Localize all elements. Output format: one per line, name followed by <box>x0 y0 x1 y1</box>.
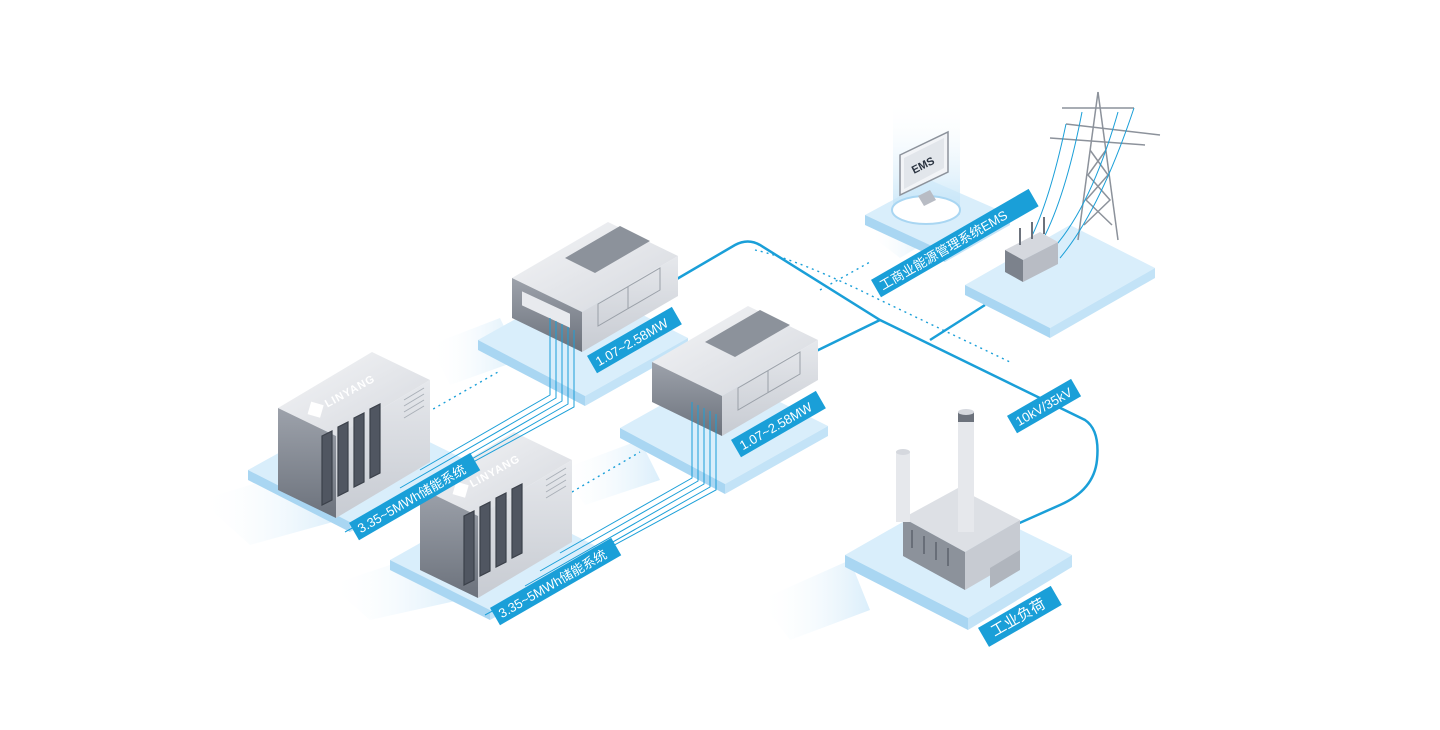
dotted-lines <box>427 249 1011 493</box>
chimney-short <box>896 449 910 522</box>
transmission-tower <box>1029 91 1161 259</box>
factory <box>896 409 1020 590</box>
power-line-mid <box>807 318 881 357</box>
transformer <box>1005 217 1058 282</box>
battery-cabinet-1: LINYANG <box>278 352 430 518</box>
ems-station: EMS <box>891 100 961 225</box>
dotted-line-ems <box>754 249 1011 363</box>
battery-cabinet-2: LINYANG <box>420 432 572 598</box>
label-voltage-text: 10kV/35kV <box>1013 384 1075 429</box>
chimney-tall <box>958 409 974 532</box>
power-lines <box>669 240 1099 527</box>
platform-grid <box>965 225 1155 328</box>
power-line-transformer <box>929 303 986 342</box>
pcs-cabinet-1 <box>512 222 678 352</box>
dotted-line-storage2 <box>571 451 641 493</box>
dotted-line-storage1 <box>427 371 499 413</box>
power-line-top <box>669 240 1099 527</box>
ems-monitor: EMS <box>899 130 949 206</box>
